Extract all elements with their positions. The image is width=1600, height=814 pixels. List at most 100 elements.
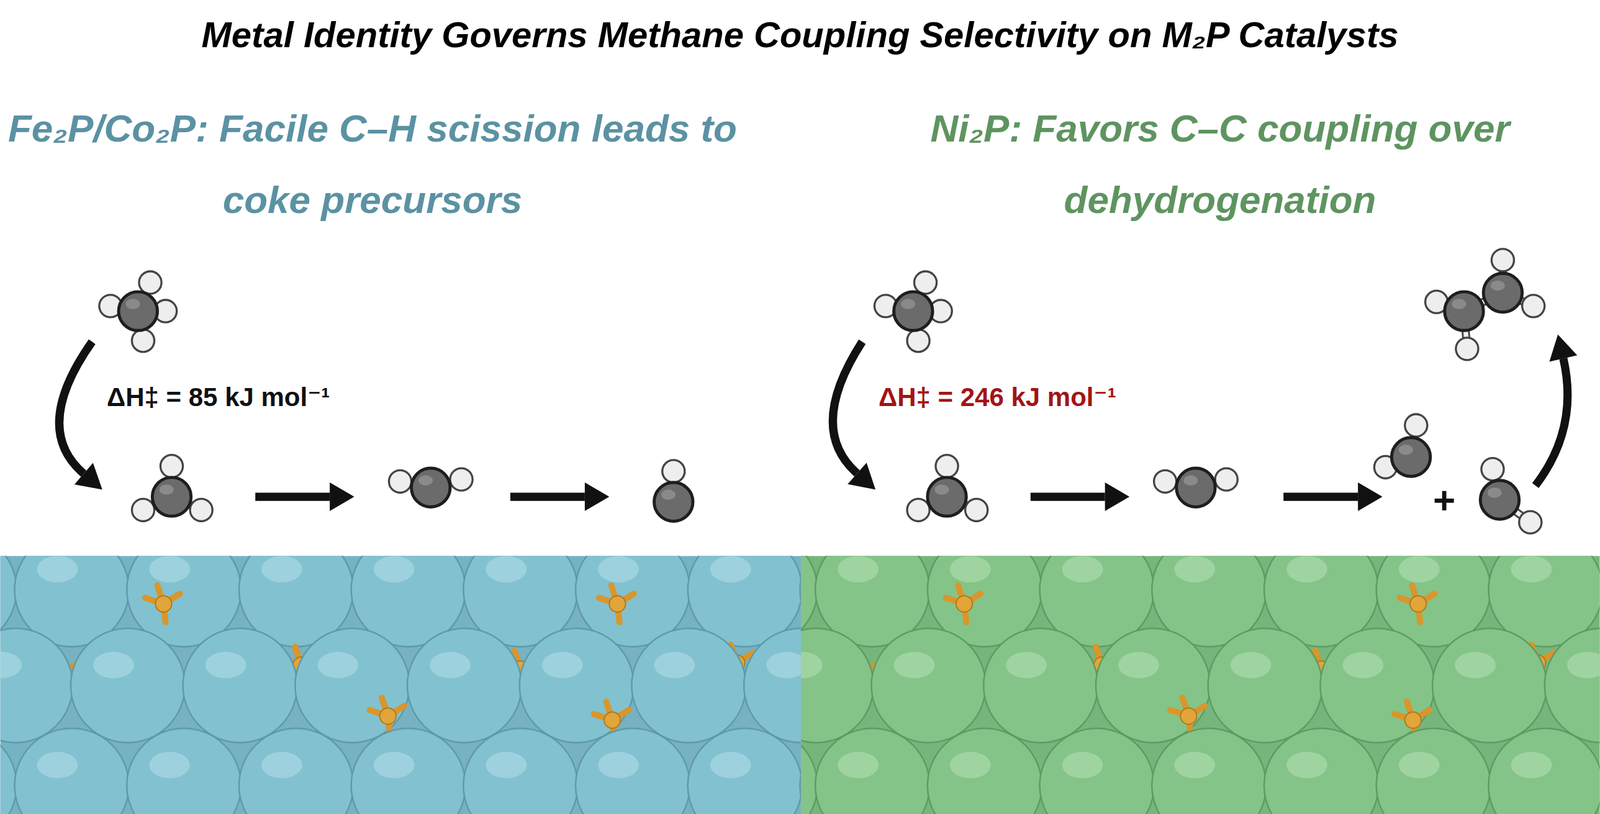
activation-enthalpy: ΔH‡ = 85 kJ mol⁻¹ (106, 382, 330, 413)
p-core (1410, 595, 1427, 612)
metal-atom (1376, 728, 1491, 814)
atom-highlight (37, 751, 79, 779)
hydrogen-atom (189, 498, 213, 521)
figure-title: Metal Identity Governs Methane Coupling … (0, 13, 1600, 56)
hydrogen-atom (1481, 458, 1504, 481)
atom-highlight (205, 651, 247, 679)
curved-arrow (1535, 334, 1578, 486)
atom-highlight (1174, 751, 1216, 779)
atom-highlight (37, 555, 79, 583)
methylene (1154, 468, 1239, 507)
phosphorus-atom (599, 585, 634, 623)
atom-highlight (93, 651, 135, 679)
carbon-atom (152, 477, 191, 516)
metal-atom (687, 728, 801, 814)
hydrogen-atom (1455, 337, 1479, 361)
metal-atom (1319, 628, 1435, 743)
atom-highlight (1511, 751, 1553, 779)
reaction-arrow (255, 482, 354, 511)
metal-atom (239, 728, 354, 814)
arrow-shaft (255, 492, 330, 501)
metal-atom (800, 728, 818, 814)
hydrogen-atom (907, 329, 930, 353)
atom-highlight (1451, 298, 1466, 309)
metal-atom (743, 628, 801, 743)
atom-highlight (949, 751, 991, 779)
atom-highlight (1487, 487, 1502, 498)
arrow-head (1105, 482, 1130, 511)
metal-atom (1544, 628, 1600, 743)
atom-highlight (597, 555, 639, 583)
p-core (379, 707, 397, 724)
phosphorus-atom (945, 585, 981, 623)
atom-highlight (1398, 444, 1414, 455)
metal-atom (294, 628, 410, 743)
atom-highlight (373, 751, 415, 779)
reaction-arrow (510, 482, 610, 511)
hydrogen-atom (1522, 294, 1545, 318)
hydrogen-atom (388, 470, 412, 493)
atom-highlight (1454, 651, 1496, 679)
arrow-head (584, 482, 610, 511)
atom-highlight (126, 298, 141, 309)
atom-highlight (1230, 651, 1272, 679)
panel-heading: Ni₂P: Favors C–C coupling over dehydroge… (894, 93, 1546, 236)
atom-highlight (429, 651, 471, 679)
arrow-shaft (1030, 492, 1106, 501)
arrow-head (847, 462, 876, 490)
atom-highlight (900, 298, 916, 309)
metal-atom (927, 728, 1042, 814)
hydrogen-atom (1154, 470, 1177, 493)
ni-surface (800, 555, 1600, 814)
hydrogen-atom (662, 460, 685, 483)
phosphorus-atom (1400, 585, 1435, 623)
phosphorus-atom (145, 585, 181, 623)
p-core (604, 712, 621, 729)
hydrogen-atom (914, 271, 937, 294)
hydrogen-atom (907, 498, 930, 521)
metal-atom (1151, 728, 1266, 814)
hydrogen-atom (1519, 510, 1542, 534)
atom-highlight (1183, 475, 1198, 486)
p-core (1180, 707, 1197, 724)
carbon-atom (927, 477, 967, 516)
atom-highlight (1174, 555, 1216, 583)
atom-highlight (1286, 555, 1328, 583)
atom-highlight (710, 751, 752, 779)
arrow-head (1549, 334, 1578, 362)
atom-highlight (766, 651, 801, 679)
atom-highlight (934, 484, 949, 495)
p-core (956, 595, 973, 612)
atom-highlight (837, 751, 879, 779)
atom-highlight (1398, 751, 1440, 779)
carbon-atom (894, 291, 933, 331)
arrow-shaft (1535, 358, 1568, 486)
atom-highlight (373, 555, 415, 583)
atom-highlight (0, 651, 23, 679)
curved-arrow (58, 341, 102, 490)
metal-atom (14, 728, 130, 814)
metal-atom (519, 628, 634, 743)
fe-co-surface (0, 555, 802, 814)
hydrogen-atom (131, 329, 154, 353)
metal-atom (1208, 628, 1323, 743)
atom-highlight (149, 751, 190, 779)
methylidyne (654, 460, 693, 522)
atom-highlight (1118, 651, 1160, 679)
atom-highlight (1567, 651, 1600, 679)
atom-highlight (837, 555, 879, 583)
atom-highlight (597, 751, 639, 779)
atom-highlight (486, 555, 528, 583)
atom-highlight (418, 475, 433, 486)
ethylene (1425, 248, 1545, 361)
metal-atom (1095, 628, 1211, 743)
atom-highlight (800, 651, 823, 679)
hydrogen-atom (1491, 248, 1514, 272)
hydrogen-atom (1215, 468, 1238, 491)
metal-atom (407, 628, 522, 743)
hydrogen-atom (160, 455, 183, 478)
carbon-atom (654, 482, 693, 521)
p-core (155, 595, 172, 612)
metal-atom (800, 628, 874, 743)
